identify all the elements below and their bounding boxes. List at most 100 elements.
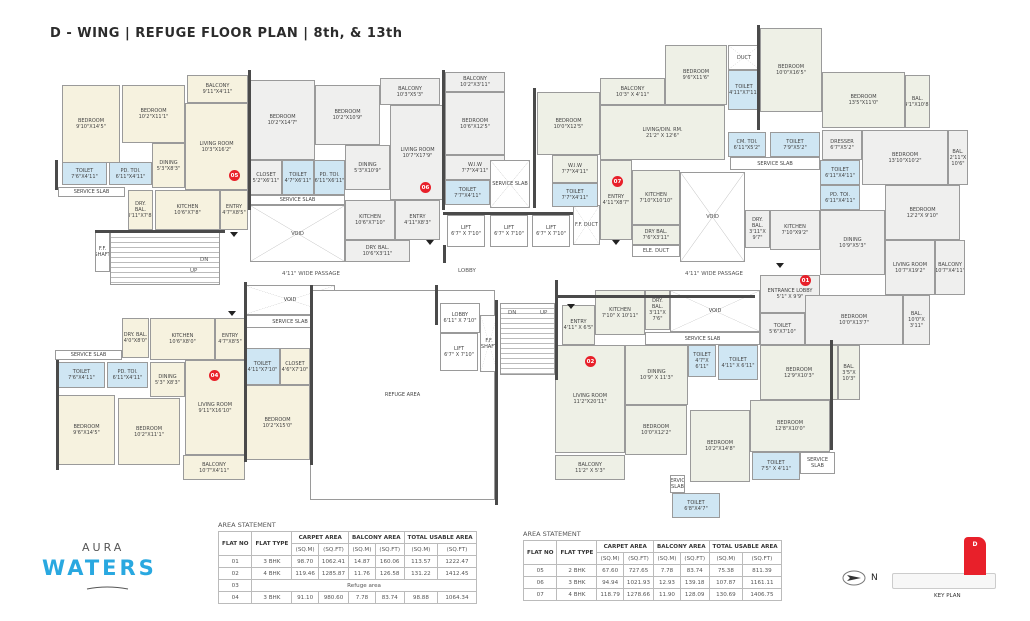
room-dimensions: 6'11"X4'11" <box>112 375 143 381</box>
table-cell: 1278.66 <box>622 588 655 601</box>
room-name: Toilet <box>75 167 94 174</box>
flat-number-marker: 04 <box>209 370 220 381</box>
key-plan-wing-d: D <box>964 537 986 575</box>
room-dimensions: 10'2"X11'1" <box>138 114 169 120</box>
room-pd-toi: Pd. Toi.6'11"X6'11" <box>314 160 345 195</box>
room-bedroom: Bedroom12'2"X 9'10" <box>885 185 960 240</box>
room-name: Bedroom <box>642 424 670 430</box>
room-dimensions: 10'0"X12'2" <box>641 430 671 436</box>
col-flat-type: FLAT TYPE <box>556 540 598 565</box>
room-dimensions: 6'8"X4'7" <box>684 505 708 512</box>
room-name: Balcony <box>398 85 422 92</box>
room-dimensions: 4'11" X 6'11" <box>721 362 755 369</box>
room-dimensions: 5'6"X7'10" <box>769 329 796 335</box>
room-void: Void <box>680 172 745 262</box>
room-dimensions: 5'2"X6'11" <box>252 177 280 184</box>
room-service-slab: Service Slab <box>55 350 122 360</box>
room-name: Dry. Bal. <box>651 298 664 310</box>
room-dimensions: 10'3" X 4'11" <box>615 91 650 98</box>
table-cell: 126.58 <box>374 567 405 580</box>
room-name: Void <box>708 308 722 314</box>
room-entry: Entry4'11" X 6'5" <box>562 305 595 345</box>
unit-header: (SQ.M) <box>653 552 681 565</box>
room-dimensions: 4'1"X10'8" <box>905 101 930 108</box>
room-service-slab: Service Slab <box>730 157 820 170</box>
key-plan-label: KEY PLAN <box>934 593 961 599</box>
room-balcony: Balcony10'7"X4'11" <box>183 455 245 480</box>
room-bedroom: Bedroom13'5"X11'0" <box>822 72 905 128</box>
room-name: Closet <box>256 171 276 178</box>
room-balcony: Balcony10'7"X4'11" <box>935 240 965 295</box>
col-carpet: CARPET AREA <box>291 531 350 544</box>
flat-number-marker: 06 <box>420 182 431 193</box>
room-dimensions: 10'3"X5'3" <box>396 91 424 98</box>
room-bedroom: Bedroom10'0"X16'5" <box>760 28 822 112</box>
room-dimensions: 3'11"X 9'7" <box>749 229 766 241</box>
area-statement-heading: AREA STATEMENT <box>218 521 276 529</box>
table-cell: 1062.41 <box>317 555 350 568</box>
table-cell: 160.06 <box>374 555 405 568</box>
table-cell: 06 <box>522 576 558 589</box>
room-dimensions: 10'6"X3'11" <box>362 251 393 257</box>
table-cell: 1285.87 <box>317 567 350 580</box>
room-service-slab: Service Slab <box>670 475 685 493</box>
room-name: Bal. <box>952 148 964 155</box>
room-f-f-shaft: F.F. Shaft <box>95 232 110 272</box>
col-total: TOTAL USABLE AREA <box>708 540 782 553</box>
room-name: Toilet <box>831 166 849 173</box>
room-name: Living/Din. Rm. <box>642 126 683 133</box>
table-cell: Refuge area <box>251 579 477 592</box>
passage-label-left: 4'11" WIDE PASSAGE <box>282 271 341 277</box>
room-dresser: Dresser6'7"X5'2" <box>822 130 862 160</box>
unit-header: (SQ.FT) <box>437 543 477 556</box>
room-name: Entry <box>221 333 239 339</box>
room-dimensions: 7'10" X 10'11" <box>601 312 639 319</box>
room-name: Bedroom <box>776 420 804 426</box>
room-bal: Bal.4'1"X10'8" <box>905 75 930 128</box>
room-dry-bal: Dry. Bal.4'0"X8'0" <box>122 318 149 358</box>
table-cell: 2 BHK <box>556 564 598 577</box>
room-dimensions: 10'2"X14'8" <box>705 446 735 452</box>
wall <box>244 282 247 462</box>
room-bal: Bal.2'11"X 10'6" <box>948 130 968 185</box>
room-dimensions: 10'6"X7'10" <box>355 220 385 226</box>
room-name: Dry. Bal. <box>123 332 148 338</box>
room-dimensions: 10'0"X16'5" <box>776 70 806 76</box>
table-cell: 98.70 <box>291 555 319 568</box>
table-cell: 12.93 <box>653 576 681 589</box>
table-cell: 119.46 <box>291 567 319 580</box>
col-balcony: BALCONY AREA <box>653 540 710 553</box>
wall <box>95 230 225 233</box>
room-bedroom: Bedroom12'8"X10'0" <box>750 400 830 452</box>
table-cell: 130.69 <box>708 588 744 601</box>
room-dimensions: 5'3"X10'9" <box>354 167 381 174</box>
room-dimensions: 13'5"X11'0" <box>848 100 879 106</box>
room-dimensions: 21'2" X 12'6" <box>645 132 680 139</box>
room-dimensions: 4'11"X8'3" <box>404 220 431 226</box>
room-stair <box>500 303 555 375</box>
room-name: Void <box>283 297 297 303</box>
room-dimensions: 6'7" X 7'10" <box>494 231 524 237</box>
unit-header: (SQ.FT) <box>622 552 655 565</box>
room-name: Balcony <box>578 461 602 468</box>
room-dimensions: 10'7"X17'9" <box>402 152 433 159</box>
room-name: W.I.W <box>468 161 482 168</box>
table-cell: 3 BHK <box>251 555 293 568</box>
room-name: Balcony <box>620 85 645 92</box>
room-name: Ele. Duct <box>642 248 670 254</box>
room-name: Service Slab <box>73 189 110 195</box>
room-dimensions: 7'10"X9'2" <box>781 230 809 236</box>
room-name: Void <box>291 230 304 237</box>
entry-arrow-icon <box>776 263 784 268</box>
room-lift: Lift6'7" X 7'10" <box>440 333 478 371</box>
stair-dn-label: DN <box>200 257 209 263</box>
room-name: Dining <box>647 369 666 375</box>
unit-header: (SQ.FT) <box>317 543 350 556</box>
room-name: Bedroom <box>706 440 734 446</box>
